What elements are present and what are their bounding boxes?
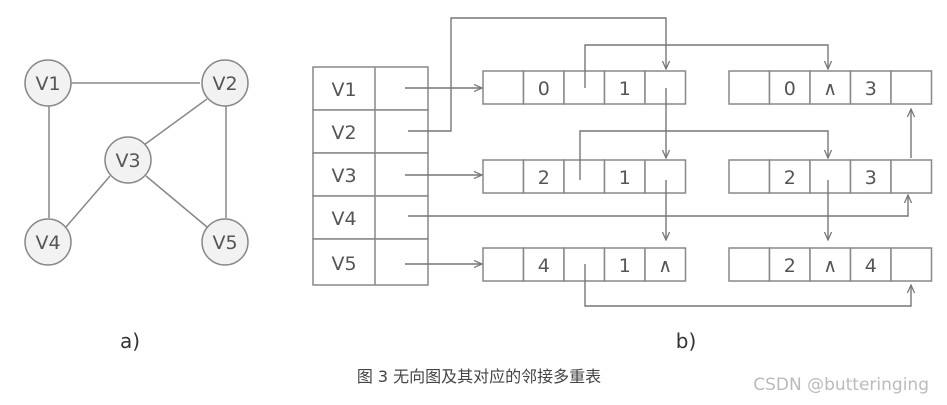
vertex-header-table — [312, 66, 429, 286]
edge-node-cell-value: 4 — [865, 255, 877, 277]
header-row-v5 — [312, 238, 429, 286]
arrow-v4-first — [408, 195, 908, 217]
vertex-label: V1 — [35, 73, 60, 95]
edge-node-cell — [728, 70, 771, 105]
edge-node-cell — [563, 159, 606, 194]
arrow-node5-ilink — [584, 264, 911, 307]
edge-node-cell — [809, 70, 852, 105]
edge-node-cell-value: 1 — [619, 78, 631, 100]
edge-node-cell — [809, 159, 852, 194]
header-label-v5: V5 — [331, 253, 356, 275]
edge-v3-v5 — [145, 175, 208, 228]
edge-node-cell — [603, 159, 646, 194]
edge-node-cell — [768, 247, 811, 282]
header-label-v1: V1 — [331, 79, 356, 101]
edge-node-cell — [482, 159, 525, 194]
edge-node-cell-value: ∧ — [658, 255, 672, 277]
edge-node-cell — [644, 159, 687, 194]
edge-node-cell-value: 4 — [538, 255, 550, 277]
pointer-arrows — [405, 17, 911, 307]
graph-edges — [48, 82, 227, 228]
header-row-v4 — [312, 195, 429, 240]
edge-node-cell — [482, 247, 525, 282]
edge-node-cell — [849, 159, 892, 194]
edge-node-cell-value: ∧ — [823, 78, 837, 100]
graph-vertex-v2: V2 — [201, 59, 249, 107]
undirected-graph: V1 V2 V3 V4 V5 a) — [24, 59, 249, 353]
vertex-label: V2 — [212, 73, 237, 95]
edge-node-cell — [522, 247, 565, 282]
sublabel-a: a) — [120, 329, 140, 353]
edge-node-cell — [563, 70, 606, 105]
graph-vertex-v3: V3 — [104, 136, 152, 184]
edge-v2-v3 — [143, 98, 208, 146]
edge-node-cell-value: 0 — [538, 78, 550, 100]
graph-vertex-v5: V5 — [201, 218, 249, 266]
edge-node-cell — [890, 247, 933, 282]
edge-node-cell — [603, 70, 646, 105]
edge-node-cell-value: 3 — [865, 167, 877, 189]
header-label-v3: V3 — [331, 165, 356, 187]
edge-v3-v4 — [65, 175, 111, 228]
edge-node-cell-value: 1 — [619, 255, 631, 277]
edge-node-cell — [482, 70, 525, 105]
edge-node-5: 4 1 ∧ — [482, 247, 687, 282]
header-label-v4: V4 — [331, 208, 356, 230]
edge-node-cell — [890, 70, 933, 105]
graph-vertex-v4: V4 — [24, 218, 72, 266]
edge-node-cell-value: 2 — [538, 167, 550, 189]
header-labels: V1 V2 V3 V4 V5 — [331, 79, 356, 275]
graph-vertex-v1: V1 — [24, 59, 72, 107]
edge-node-cell-value: 0 — [784, 78, 796, 100]
edge-node-cell — [890, 159, 933, 194]
arrow-node3-ilink — [579, 130, 828, 180]
header-label-v2: V2 — [331, 122, 356, 144]
arrow-node1-ilink — [584, 44, 828, 88]
edge-node-cell — [522, 159, 565, 194]
edge-node-cell — [849, 247, 892, 282]
edge-node-cell — [603, 247, 646, 282]
edge-node-cell-value: ∧ — [823, 255, 837, 277]
edge-node-cell-value: 3 — [865, 78, 877, 100]
edge-node-cell-value: 2 — [784, 167, 796, 189]
edge-node-cell — [728, 159, 771, 194]
edge-node-6: 2 ∧ 4 — [728, 247, 933, 282]
edge-node-cell-value: 1 — [619, 167, 631, 189]
edge-node-cell — [644, 247, 687, 282]
vertex-label: V4 — [35, 232, 60, 254]
vertex-label: V3 — [115, 150, 140, 172]
edge-node-2: 0 ∧ 3 — [728, 70, 933, 105]
edge-node-cell — [768, 70, 811, 105]
figure-caption: 图 3 无向图及其对应的邻接多重表 — [357, 367, 601, 386]
csdn-watermark: CSDN @butteringing — [753, 375, 929, 395]
edge-node-cell — [563, 247, 606, 282]
edge-node-cell-value: 2 — [784, 255, 796, 277]
arrow-v2-first — [408, 17, 666, 132]
sublabel-b: b) — [676, 329, 697, 353]
edge-node-cell — [644, 70, 687, 105]
edge-node-cell — [728, 247, 771, 282]
vertex-label: V5 — [212, 232, 237, 254]
